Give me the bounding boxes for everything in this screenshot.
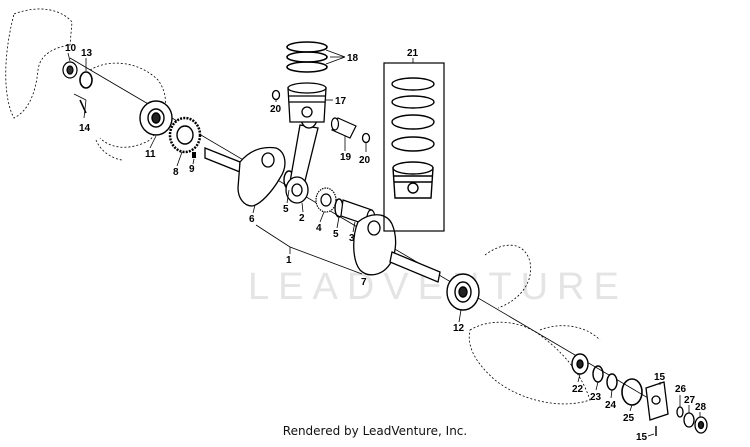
part-9-key [192, 152, 196, 158]
callout-20-right: 20 [359, 155, 371, 166]
callout-28: 28 [695, 402, 707, 413]
part-15-cover [645, 381, 669, 421]
part-19-wrist-pin [330, 117, 357, 139]
callout-21: 21 [407, 48, 419, 59]
part-11-bearing [139, 100, 173, 136]
callout-22: 22 [572, 384, 584, 395]
callout-5-right: 5 [333, 229, 339, 240]
callout-15-top: 15 [654, 372, 666, 383]
part-6-crank-half-left [204, 146, 286, 207]
callout-10: 10 [65, 43, 77, 54]
part-21-piston-kit [391, 77, 435, 199]
part-4-needle-bearing [315, 187, 337, 213]
callout-20-left: 20 [270, 104, 282, 115]
part-28-nut [694, 416, 708, 434]
callout-18: 18 [347, 53, 359, 64]
callout-19: 19 [340, 152, 352, 163]
callout-9: 9 [189, 164, 195, 175]
callout-15-bottom: 15 [636, 432, 648, 442]
callout-11: 11 [145, 149, 156, 160]
part-26-washer [676, 406, 684, 418]
callout-8: 8 [173, 167, 179, 178]
part-20-clip-right [361, 132, 371, 144]
callout-3: 3 [349, 233, 355, 244]
callouts: 10 13 14 11 8 9 18 17 20 19 20 21 5 2 4 … [65, 43, 707, 443]
part-18-piston-rings [286, 41, 328, 73]
part-10-oil-seal [62, 61, 78, 79]
part-7-crank-half-right [353, 214, 441, 283]
callout-24: 24 [605, 400, 617, 411]
engine-case-right [468, 244, 601, 405]
part-17-piston [287, 82, 327, 123]
callout-6: 6 [249, 214, 255, 225]
callout-13: 13 [81, 48, 93, 59]
callout-1: 1 [286, 255, 292, 266]
part-8-gear [168, 116, 202, 154]
callout-26: 26 [675, 384, 687, 395]
callout-27: 27 [684, 395, 696, 406]
callout-12: 12 [453, 323, 465, 334]
callout-23: 23 [590, 392, 602, 403]
callout-14: 14 [79, 123, 91, 134]
part-20-clip-left [271, 89, 281, 101]
callout-4: 4 [316, 223, 322, 234]
footer-credit: Rendered by LeadVenture, Inc. [282, 424, 468, 438]
part-25-o-ring [621, 378, 643, 406]
part-24-seal [606, 373, 618, 391]
callout-7: 7 [361, 277, 367, 288]
callout-2: 2 [299, 213, 305, 224]
callout-17: 17 [335, 96, 347, 107]
part-13-ring [79, 71, 93, 89]
callout-25: 25 [623, 413, 635, 424]
part-22-bearing [571, 353, 589, 375]
engine-case-left [5, 8, 166, 161]
kit-box-21 [383, 62, 445, 232]
leader-lines [67, 49, 701, 437]
callout-5-left: 5 [283, 204, 289, 215]
part-12-bearing [446, 273, 480, 311]
